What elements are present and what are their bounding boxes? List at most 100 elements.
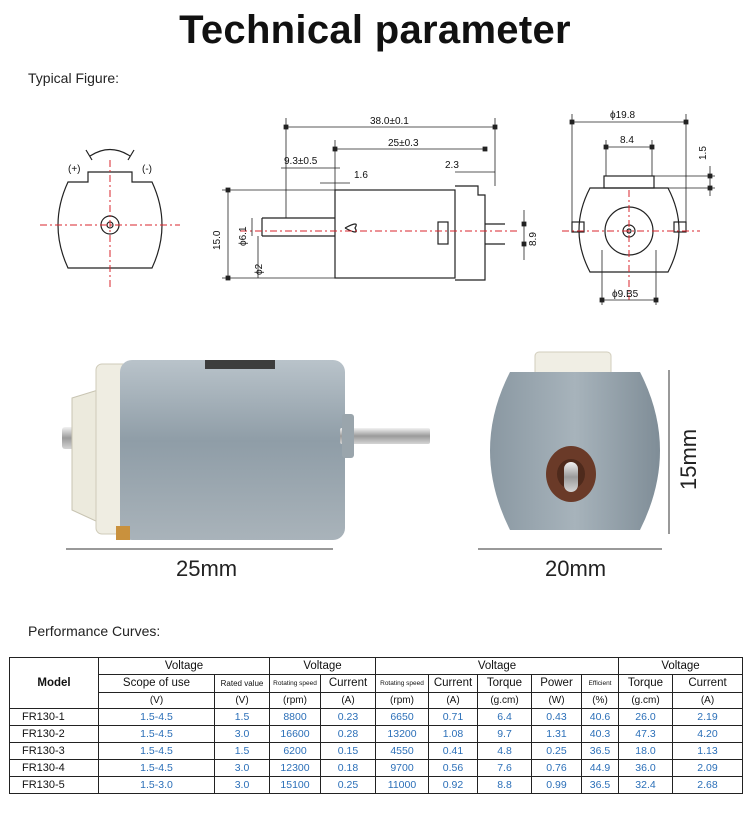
length-label: 25mm [176,556,237,581]
value-cell: 40.3 [581,725,619,743]
unit-cell: (A) [320,692,376,709]
column-header: Efficient [581,674,619,693]
product-illustrations: 25mm 20mm 15mm [62,351,701,581]
value-cell: 2.09 [672,759,743,777]
value-cell: 15100 [269,776,321,794]
group-header: Voltage [98,657,270,675]
model-cell: FR130-3 [9,742,99,760]
dim-phi-6-1: ϕ6.1 [238,226,249,246]
value-cell: 47.3 [618,725,673,743]
unit-cell: (rpm) [375,692,429,709]
value-cell: 1.08 [428,725,478,743]
minus-terminal-label: (-) [142,164,152,175]
value-cell: 13200 [375,725,429,743]
plus-terminal-label: (+) [68,164,81,175]
value-cell: 1.5 [214,708,270,726]
value-cell: 3.0 [214,759,270,777]
dim-8-9: 8.9 [528,232,539,246]
column-header: Rotating speed [269,674,321,693]
value-cell: 6650 [375,708,429,726]
technical-drawing: (+) (-) 38.0±0.1 25±0.3 9.3±0.5 1.6 [40,110,715,305]
value-cell: 12300 [269,759,321,777]
value-cell: 9.7 [477,725,532,743]
value-cell: 0.43 [531,708,582,726]
side-dimension-lines [222,118,527,281]
unit-cell: (W) [531,692,582,709]
value-cell: 0.92 [428,776,478,794]
value-cell: 1.31 [531,725,582,743]
value-cell: 9700 [375,759,429,777]
performance-table: Model Voltage Voltage Voltage Voltage Sc… [9,657,743,794]
group-header: Voltage [618,657,743,675]
value-cell: 0.71 [428,708,478,726]
value-cell: 36.5 [581,742,619,760]
dim-height-15: 15.0 [212,230,223,250]
value-cell: 0.25 [320,776,376,794]
table-units-row: (V) (V) (rpm) (A) (rpm) (A) (g.cm) (W) (… [10,692,743,709]
dim-1-6: 1.6 [354,170,368,181]
front-dimension-lines [569,114,715,305]
rear-center-lines [40,160,180,288]
value-cell: 3.0 [214,776,270,794]
value-cell: 8800 [269,708,321,726]
value-cell: 36.5 [581,776,619,794]
column-header: Power [531,674,582,693]
column-header: Current [320,674,376,693]
value-cell: 0.76 [531,759,582,777]
value-cell: 16600 [269,725,321,743]
unit-cell: (A) [428,692,478,709]
value-cell: 0.18 [320,759,376,777]
value-cell: 1.5-3.0 [98,776,215,794]
model-header: Model [9,657,99,709]
column-header: Rotating speed [375,674,429,693]
value-cell: 2.68 [672,776,743,794]
column-header: Scope of use [98,674,215,693]
value-cell: 0.23 [320,708,376,726]
group-header: Voltage [375,657,619,675]
value-cell: 0.99 [531,776,582,794]
dim-length-38: 38.0±0.1 [370,116,409,127]
front-center-lines [562,190,700,300]
unit-cell: (g.cm) [618,692,673,709]
value-cell: 44.9 [581,759,619,777]
dim-phi-19-8: ϕ19.8 [610,110,636,121]
value-cell: 8.8 [477,776,532,794]
value-cell: 0.56 [428,759,478,777]
dim-phi-2: ϕ2 [254,263,265,275]
value-cell: 1.13 [672,742,743,760]
motor-front-photo [490,351,660,530]
column-header: Current [428,674,478,693]
value-cell: 4.20 [672,725,743,743]
dim-phi-9-85: ϕ9.B5 [612,289,639,300]
dim-1-5: 1.5 [698,146,709,160]
dim-8-4: 8.4 [620,135,634,146]
value-cell: 1.5-4.5 [98,708,215,726]
model-cell: FR130-5 [9,776,99,794]
height-label: 15mm [676,429,701,490]
model-cell: FR130-4 [9,759,99,777]
value-cell: 18.0 [618,742,673,760]
model-cell: FR130-1 [9,708,99,726]
value-cell: 11000 [375,776,429,794]
group-header: Voltage [269,657,376,675]
width-label: 20mm [545,556,606,581]
value-cell: 36.0 [618,759,673,777]
value-cell: 1.5 [214,742,270,760]
model-cell: FR130-2 [9,725,99,743]
unit-cell: (V) [214,692,270,709]
value-cell: 1.5-4.5 [98,725,215,743]
performance-curves-label: Performance Curves: [28,623,161,639]
typical-figure-label: Typical Figure: [28,70,120,86]
unit-cell: (V) [98,692,215,709]
motor-side-photo [62,360,430,540]
value-cell: 1.5-4.5 [98,759,215,777]
value-cell: 6.4 [477,708,532,726]
unit-cell: (%) [581,692,619,709]
column-header: Current [672,674,743,693]
value-cell: 7.6 [477,759,532,777]
value-cell: 0.25 [531,742,582,760]
